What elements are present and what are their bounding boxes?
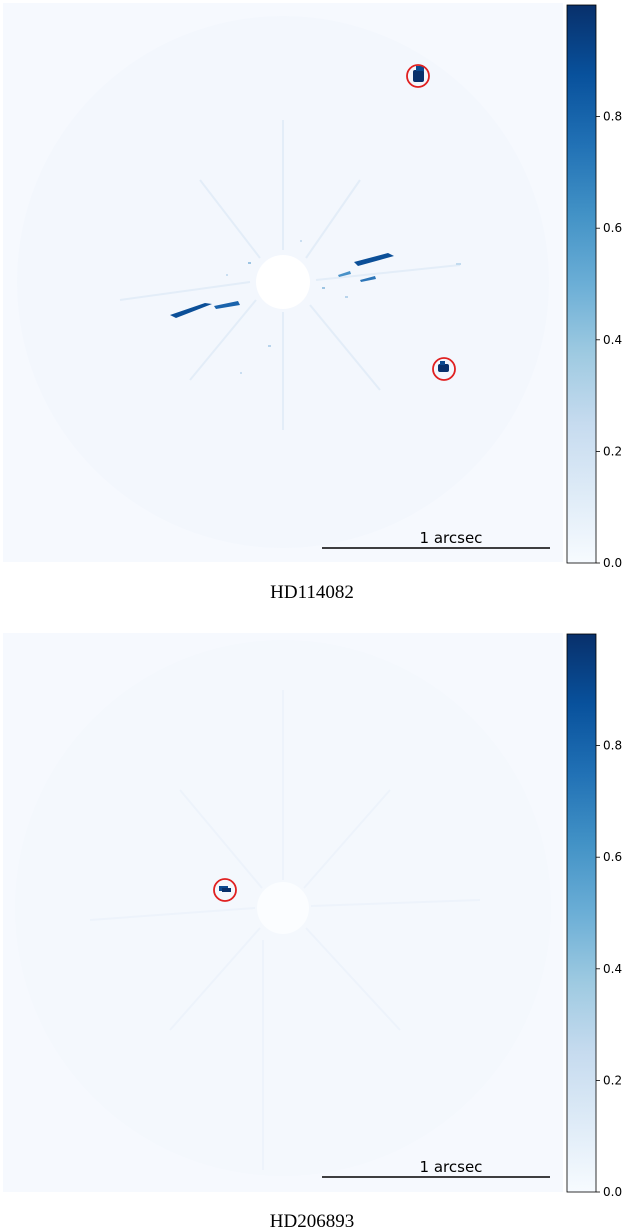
- colorbar: 0.0 0.2 0.4 0.6 0.8: [566, 633, 622, 1199]
- colorbar-gradient: [566, 633, 597, 1193]
- colorbar-tick-label: 0.4: [603, 962, 622, 976]
- scale-bar: 1 arcsec: [322, 529, 550, 549]
- scale-bar-label: 1 arcsec: [420, 529, 483, 547]
- colorbar-tick-label: 0.0: [603, 556, 622, 570]
- disk-arm-right: [354, 253, 394, 266]
- scale-bar: 1 arcsec: [322, 1158, 550, 1178]
- colorbar-tick-label: 0.0: [603, 1185, 622, 1199]
- colorbar-tick-label: 0.2: [603, 444, 622, 458]
- colorbar-ticks: 0.0 0.2 0.4 0.6 0.8: [596, 110, 622, 570]
- disk-arm-right-3: [360, 276, 376, 282]
- colorbar-gradient: [566, 4, 597, 564]
- colorbar-tick-label: 0.6: [603, 221, 622, 235]
- colorbar: 0.0 0.2 0.4 0.6 0.8: [566, 4, 622, 570]
- colorbar-tick-label: 0.8: [603, 110, 622, 124]
- colorbar-tick-label: 0.6: [603, 850, 622, 864]
- colorbar-ticks: 0.0 0.2 0.4 0.6 0.8: [596, 739, 622, 1199]
- colorbar-tick-label: 0.8: [603, 739, 622, 753]
- coronagraph-mask: [257, 882, 309, 934]
- disk-arm-left: [170, 303, 212, 318]
- disk-arm-left-2: [214, 301, 240, 309]
- source-1: [406, 64, 430, 88]
- colorbar-tick-label: 0.4: [603, 333, 622, 347]
- speckle-rays: [89, 690, 481, 1170]
- disk-arm-right-2: [338, 271, 351, 277]
- panel-caption: HD114082: [270, 582, 354, 603]
- speckle-rays: [119, 120, 461, 430]
- panel-caption: HD206893: [270, 1211, 354, 1232]
- source-circle: [432, 357, 456, 381]
- scale-bar-label: 1 arcsec: [420, 1158, 483, 1176]
- panel-hd206893: 1 arcsec 0.0 0.2 0.4 0.6 0.8 HD206893: [3, 633, 622, 1232]
- source-1: [213, 878, 237, 902]
- coronagraph-mask: [256, 255, 310, 309]
- colorbar-tick-label: 0.2: [603, 1073, 622, 1087]
- panel-hd114082: 1 arcsec 0.0 0.2 0.4 0.6 0.8 HD114082: [3, 3, 622, 603]
- source-circle: [213, 878, 237, 902]
- source-circle: [406, 64, 430, 88]
- source-2: [432, 357, 456, 381]
- disk-structure: [170, 240, 461, 374]
